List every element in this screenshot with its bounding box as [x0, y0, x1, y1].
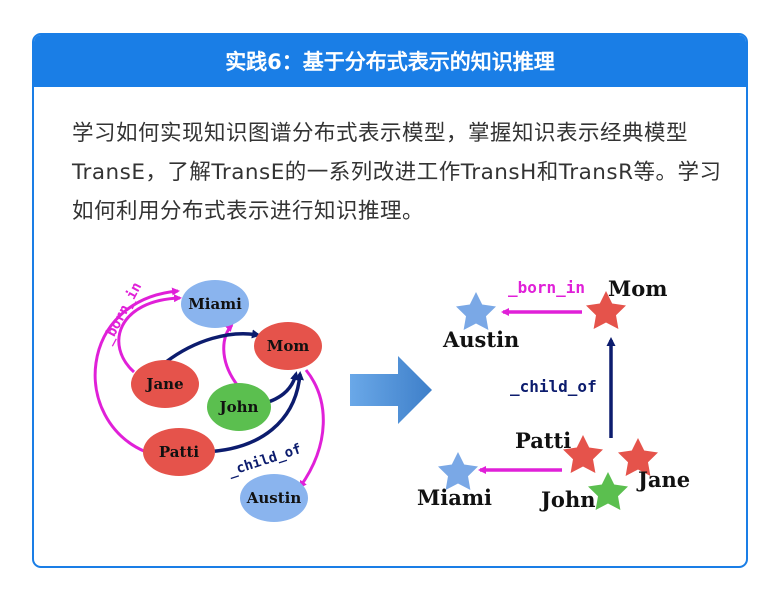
- node-patti-label: Patti: [159, 443, 199, 461]
- node-mom: [254, 322, 322, 370]
- node-mom-label: Mom: [267, 337, 310, 355]
- star-austin-icon: [456, 292, 496, 330]
- embedding-points: [438, 291, 658, 510]
- star-mom-icon: [586, 291, 626, 329]
- edge-jane-mom: [164, 329, 261, 364]
- embedding-labels: Mom Austin Patti Jane Miami John: [417, 276, 690, 512]
- label-jane: Jane: [636, 467, 690, 492]
- node-jane: [131, 360, 199, 408]
- edge-mom-austin: [298, 369, 325, 489]
- card-title: 实践6：基于分布式表示的知识推理: [225, 50, 555, 74]
- embedding-relations: [478, 308, 616, 474]
- label-austin: Austin: [442, 327, 519, 352]
- node-john-label: John: [218, 398, 259, 416]
- relation-label-child-of: _child_of: [510, 377, 597, 396]
- node-miami-label: Miami: [188, 295, 242, 313]
- node-patti: [143, 428, 215, 476]
- label-john: John: [539, 487, 595, 512]
- node-austin-label: Austin: [246, 489, 302, 507]
- label-miami: Miami: [417, 485, 492, 510]
- relation-label-born-in: _born_in: [508, 278, 585, 297]
- node-john: [207, 383, 271, 431]
- edge-patti-miami: [93, 287, 180, 454]
- edge-jane-miami: [117, 294, 182, 374]
- edge-patti-mom: [202, 371, 304, 454]
- node-jane-label: Jane: [144, 375, 183, 393]
- card-header: 实践6：基于分布式表示的知识推理: [34, 35, 746, 87]
- edge-john-miami: [222, 323, 240, 387]
- label-patti: Patti: [515, 428, 571, 453]
- label-mom: Mom: [608, 276, 667, 301]
- edge-label-born-in: _born_in: [99, 280, 145, 347]
- node-austin: [240, 474, 308, 522]
- star-patti-icon: [563, 435, 603, 473]
- star-john-icon: [588, 472, 628, 510]
- star-jane-icon: [618, 438, 658, 476]
- graph-nodes: Miami Mom Jane John Patti Austin: [131, 280, 322, 522]
- node-miami: [181, 280, 249, 328]
- practice-card: 实践6：基于分布式表示的知识推理 学习如何实现知识图谱分布式表示模型，掌握知识表…: [32, 33, 748, 568]
- star-miami-icon: [438, 452, 478, 490]
- transform-arrow-icon: [350, 356, 432, 424]
- card-description: 学习如何实现知识图谱分布式表示模型，掌握知识表示经典模型TransE，了解Tra…: [72, 121, 722, 224]
